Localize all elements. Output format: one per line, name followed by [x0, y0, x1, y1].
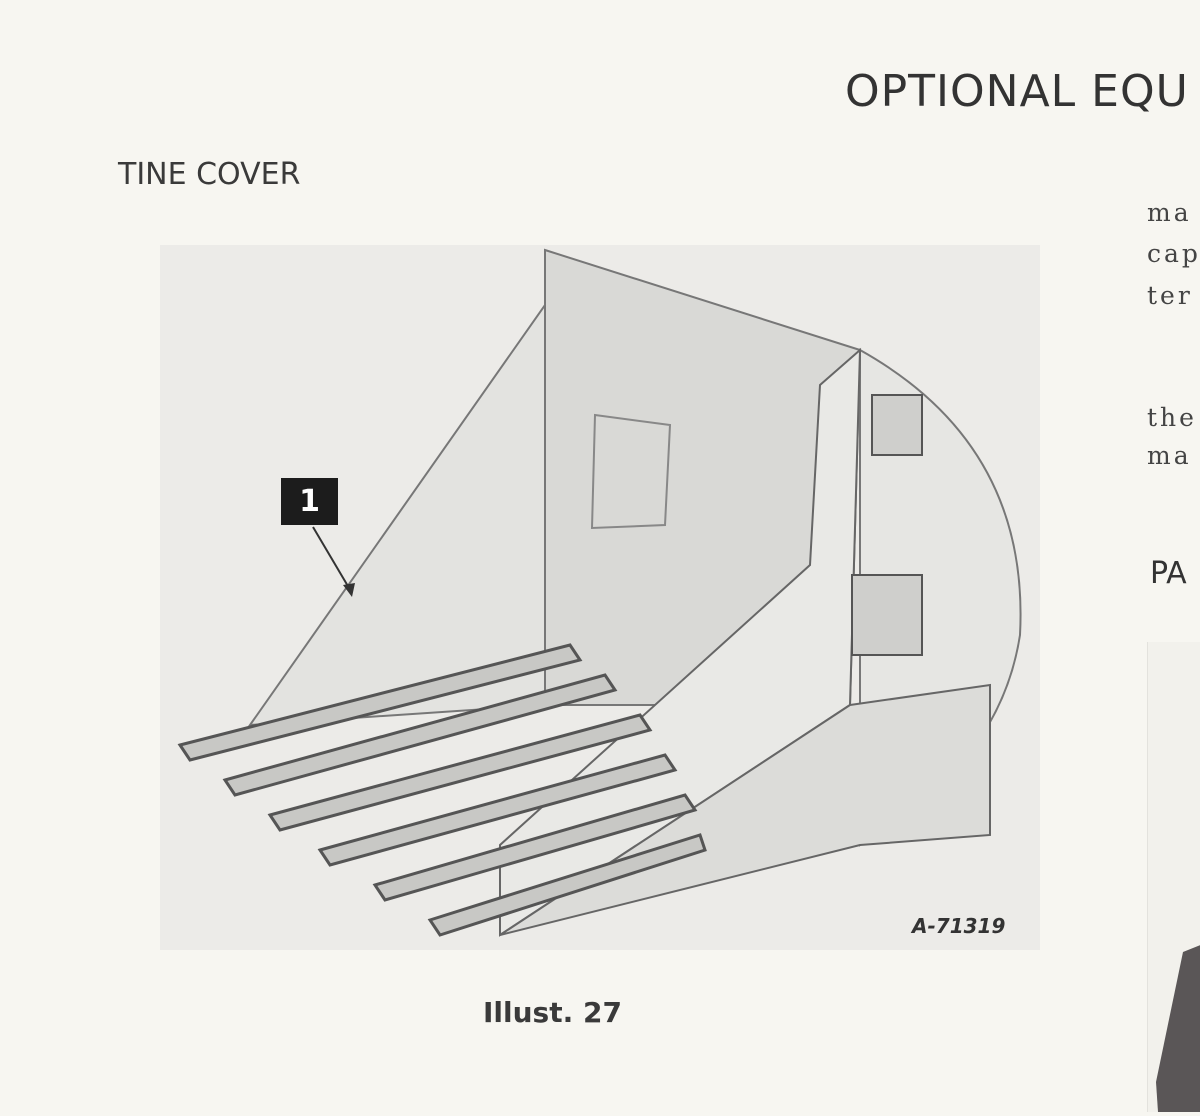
second-photo [1147, 642, 1200, 1112]
photo-code: A-71319 [912, 914, 1006, 938]
body-text-line: cap [1147, 239, 1200, 268]
second-photo-shape [1156, 945, 1200, 1112]
tine-cover-illustration [177, 248, 1022, 937]
body-text-line: ma [1147, 441, 1192, 470]
figure-caption: Illust. 27 [483, 996, 622, 1029]
body-text-line: ter [1147, 281, 1193, 310]
callout-label: 1 [281, 478, 338, 525]
body-text-line: ma [1147, 198, 1192, 227]
tine-cover-photo [160, 245, 1040, 950]
section-title: OPTIONAL EQU [845, 66, 1189, 117]
section-heading-partial: PA [1150, 556, 1187, 591]
body-text-line: the [1147, 403, 1197, 432]
tine-cover-heading: TINE COVER [118, 157, 301, 192]
